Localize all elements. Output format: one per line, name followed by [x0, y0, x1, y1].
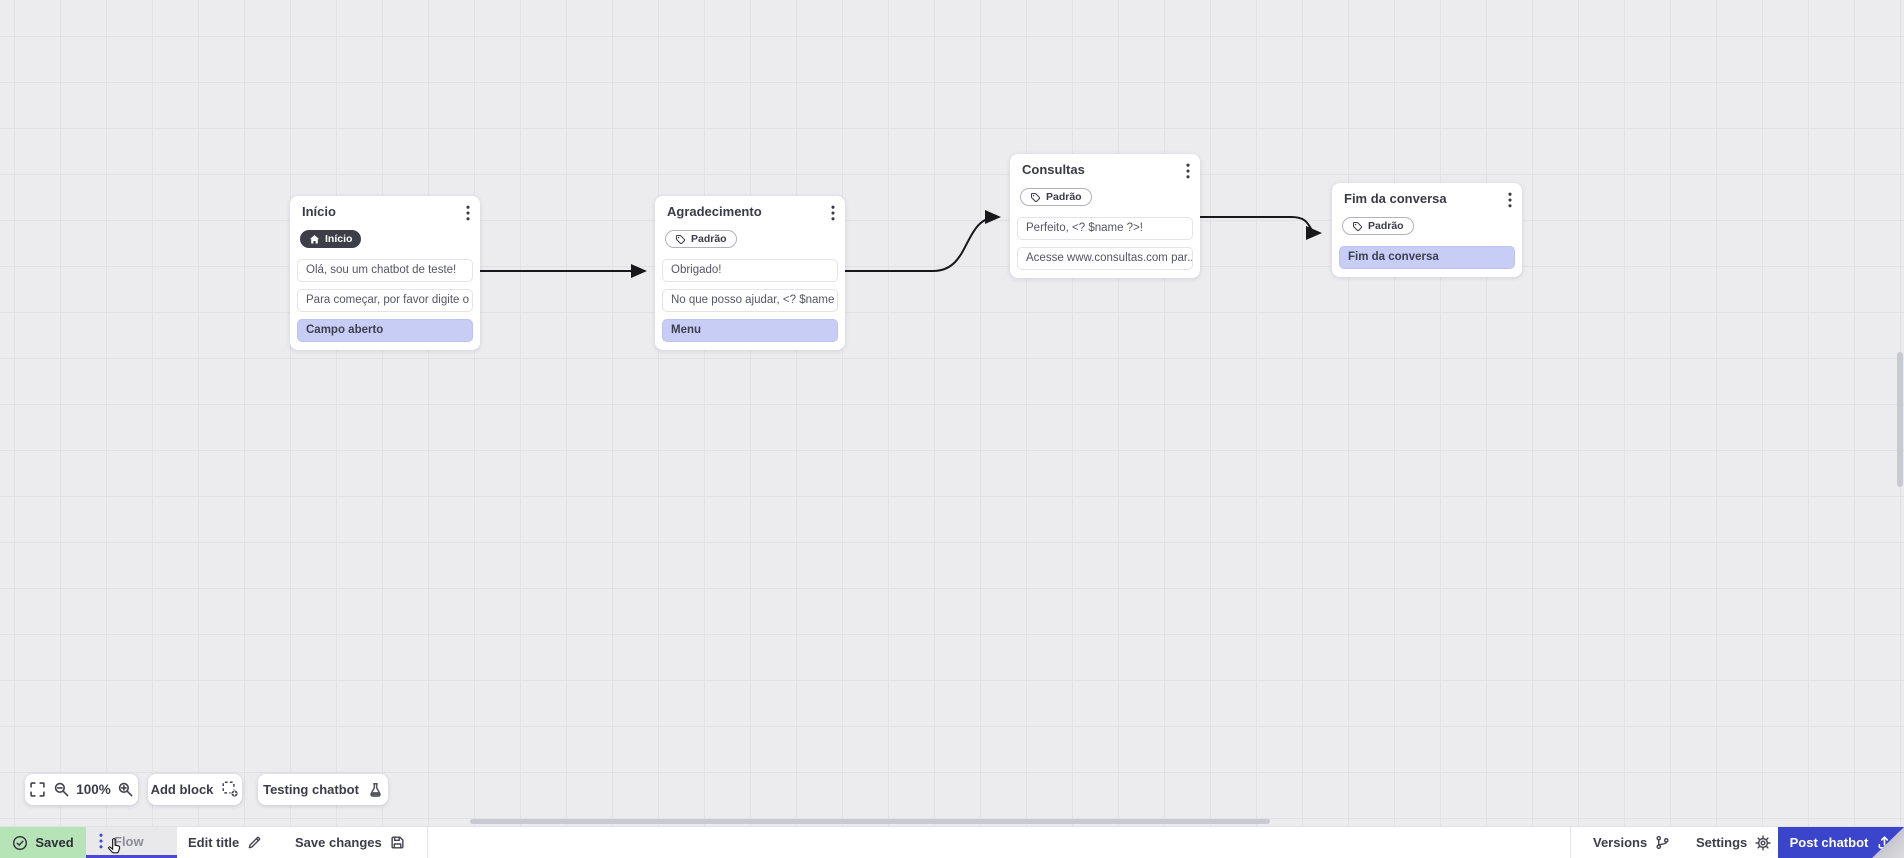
tag-icon	[675, 234, 686, 245]
zoom-toolbar: 100%	[25, 774, 138, 805]
flask-icon	[368, 782, 383, 798]
flow-canvas[interactable]: Início Início Olá, sou um chatbot de tes…	[0, 0, 1904, 826]
node-menu-icon[interactable]	[1186, 163, 1190, 179]
badge-label: Padrão	[691, 233, 727, 245]
saved-status-badge: Saved	[0, 827, 86, 858]
testing-chatbot-button[interactable]: Testing chatbot	[258, 774, 388, 805]
home-icon	[309, 234, 320, 245]
horizontal-scrollbar[interactable]	[470, 819, 1270, 824]
node-title: Agradecimento	[667, 204, 762, 219]
node-menu-icon[interactable]	[1508, 192, 1512, 208]
divider	[427, 827, 428, 858]
action-row[interactable]: Menu	[662, 319, 838, 342]
divider	[1570, 827, 1571, 858]
zoom-level-label: 100%	[76, 782, 111, 797]
type-badge: Padrão	[1020, 188, 1092, 206]
badge-label: Início	[325, 233, 353, 245]
pencil-icon	[247, 835, 262, 850]
gear-icon	[1755, 834, 1771, 851]
add-block-icon	[222, 781, 240, 798]
message-row[interactable]: No que posso ajudar, <? $name ...	[662, 289, 838, 312]
connector-agradecimento-consultas	[845, 210, 1001, 272]
message-row[interactable]: Perfeito, <? $name ?>!	[1017, 217, 1193, 240]
tab-menu-icon[interactable]	[99, 833, 103, 849]
action-row[interactable]: Fim da conversa	[1339, 246, 1515, 269]
zoom-in-icon[interactable]	[118, 782, 133, 797]
type-badge: Padrão	[665, 230, 737, 248]
versions-button[interactable]: Versions	[1593, 827, 1670, 858]
message-row[interactable]: Obrigado!	[662, 259, 838, 282]
badge-label: Padrão	[1368, 220, 1404, 232]
flow-node-fim-da-conversa[interactable]: Fim da conversa Padrão Fim da conversa	[1332, 183, 1522, 277]
saved-label: Saved	[35, 835, 74, 850]
settings-button[interactable]: Settings	[1696, 827, 1771, 858]
add-block-button[interactable]: Add block	[148, 774, 242, 805]
flow-node-agradecimento[interactable]: Agradecimento Padrão Obrigado! No que po…	[655, 196, 845, 350]
tag-icon	[1030, 192, 1041, 203]
action-row[interactable]: Campo aberto	[297, 319, 473, 342]
flow-node-consultas[interactable]: Consultas Padrão Perfeito, <? $name ?>! …	[1010, 154, 1200, 278]
fullscreen-icon[interactable]	[30, 782, 45, 797]
node-menu-icon[interactable]	[466, 205, 470, 221]
node-title: Consultas	[1022, 162, 1085, 177]
tag-icon	[1352, 221, 1363, 232]
check-circle-icon	[12, 835, 28, 851]
post-chatbot-label: Post chatbot	[1789, 835, 1869, 850]
message-row[interactable]: Para começar, por favor digite o ...	[297, 289, 473, 312]
save-changes-button[interactable]: Save changes	[295, 827, 405, 858]
flow-tab-label: Flow	[114, 833, 144, 849]
message-row[interactable]: Olá, sou um chatbot de teste!	[297, 259, 473, 282]
zoom-out-icon[interactable]	[54, 782, 69, 797]
node-title: Início	[302, 204, 336, 219]
versions-label: Versions	[1593, 835, 1648, 850]
git-branch-icon	[1655, 835, 1670, 850]
tab-flow[interactable]: Flow	[86, 827, 177, 858]
message-row[interactable]: Acesse www.consultas.com par...	[1017, 247, 1193, 270]
testing-chatbot-label: Testing chatbot	[263, 782, 359, 797]
node-menu-icon[interactable]	[831, 205, 835, 221]
badge-label: Padrão	[1046, 191, 1082, 203]
type-badge: Padrão	[1342, 217, 1414, 235]
bottom-bar: Saved Flow Edit title Save changes Versi…	[0, 826, 1904, 858]
start-badge: Início	[300, 230, 362, 248]
vertical-scrollbar[interactable]	[1897, 352, 1903, 487]
edit-title-label: Edit title	[188, 835, 240, 850]
settings-label: Settings	[1696, 835, 1748, 850]
flow-node-inicio[interactable]: Início Início Olá, sou um chatbot de tes…	[290, 196, 480, 350]
connector-consultas-fim	[1200, 216, 1322, 240]
edit-title-button[interactable]: Edit title	[188, 827, 262, 858]
save-icon	[390, 835, 405, 850]
node-title: Fim da conversa	[1344, 191, 1447, 206]
add-block-label: Add block	[150, 782, 214, 797]
save-changes-label: Save changes	[295, 835, 382, 850]
